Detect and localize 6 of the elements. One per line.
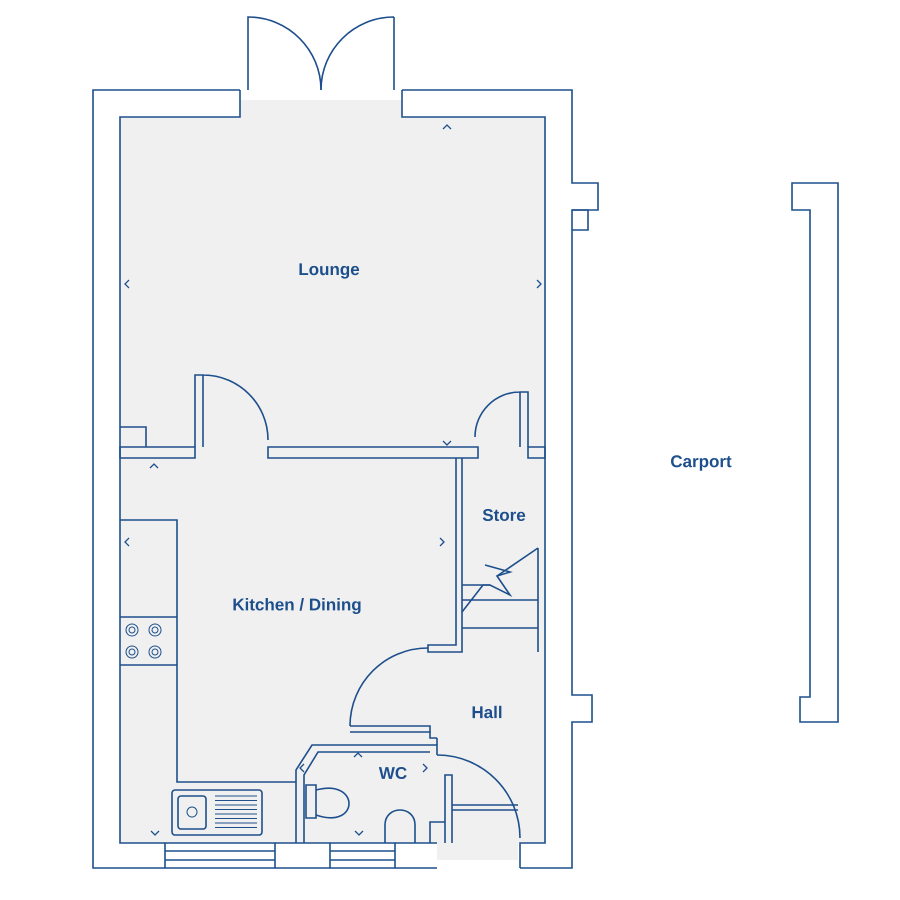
room-label: WC [378, 767, 407, 780]
room-label: Store [482, 508, 526, 522]
room-label: Hall [472, 706, 502, 718]
room-label: Kitchen / Dining [233, 598, 361, 614]
room-label: Carport [671, 455, 732, 471]
room-label: Lounge [299, 263, 360, 279]
